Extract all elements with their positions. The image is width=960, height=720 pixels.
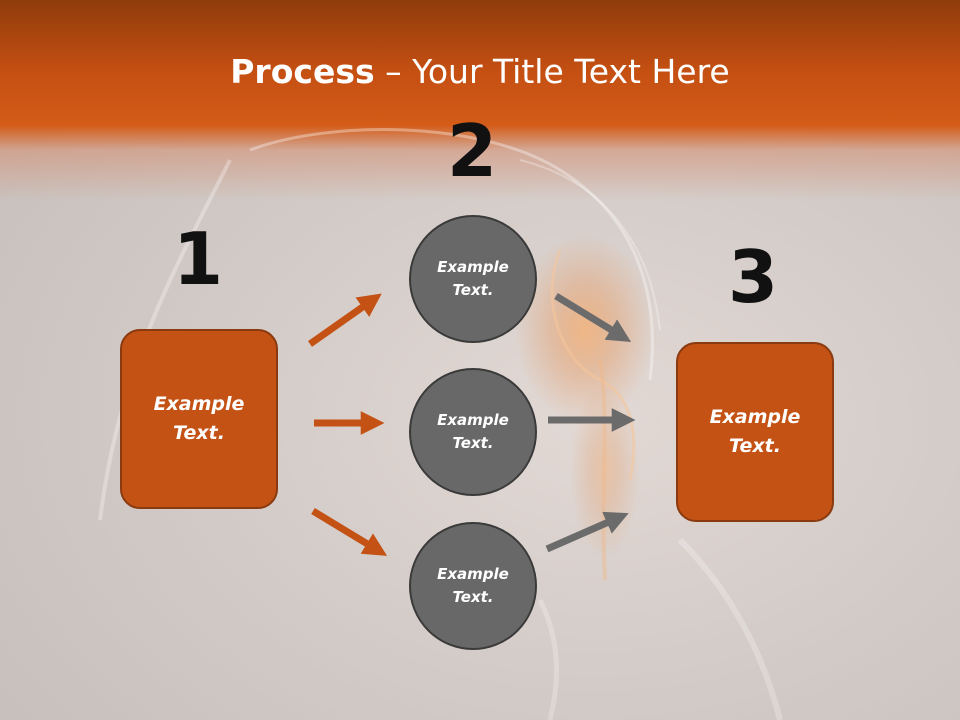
circle-top-text: Example Text.	[437, 258, 509, 299]
arrow-right-icon	[545, 511, 629, 553]
step-number-2: 2	[446, 109, 498, 193]
circle-bottom-text: Example Text.	[437, 565, 509, 606]
circle-middle-text: Example Text.	[437, 411, 509, 452]
header-band	[0, 0, 960, 200]
left-process-box: Example Text.	[120, 329, 278, 509]
right-box-text: Example Text.	[709, 406, 801, 457]
process-circle-middle: Example Text.	[409, 368, 537, 496]
step-number-1: 1	[172, 217, 224, 301]
left-box-text: Example Text.	[153, 393, 245, 444]
process-circle-bottom: Example Text.	[409, 522, 537, 650]
slide-title: Process – Your Title Text Here	[0, 52, 960, 91]
arrow-right-icon	[554, 293, 632, 342]
title-strong: Process	[230, 52, 375, 91]
process-circle-top: Example Text.	[409, 215, 537, 343]
title-rest: – Your Title Text Here	[374, 52, 730, 91]
arrow-right-icon	[307, 293, 382, 347]
step-number-3: 3	[727, 235, 779, 319]
right-process-box: Example Text.	[676, 342, 834, 522]
arrow-right-icon	[311, 508, 388, 556]
